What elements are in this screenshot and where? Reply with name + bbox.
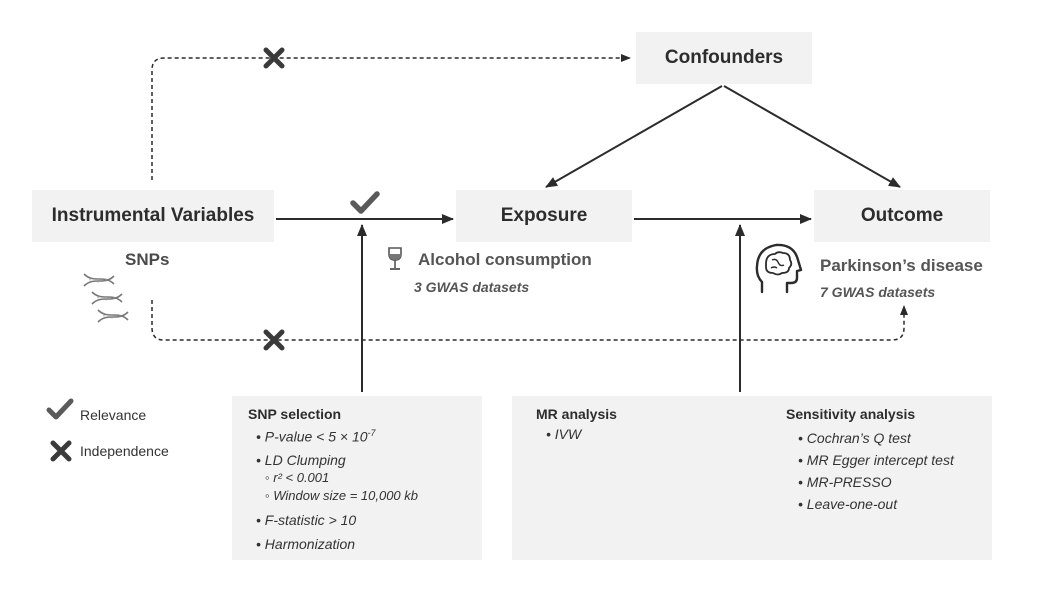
confounders-to-exposure-arrow [545,85,723,188]
brain-head-icon [755,243,803,294]
cross-icon [263,47,285,69]
sensitivity-list: • Cochran’s Q test • MR Egger intercept … [798,430,954,518]
sensitivity-title: Sensitivity analysis [786,406,916,422]
outcome-title: Parkinson’s disease [820,256,983,275]
list-item: • F-statistic > 10 [256,512,357,528]
list-item: ◦ Window size = 10,000 kb [265,488,419,503]
wine-glass-icon [388,247,402,270]
legend-independence: Independence [80,443,169,459]
list-item: ◦ r² < 0.001 [265,470,330,485]
list-item: • Cochran’s Q test [798,430,911,446]
exposure-label: Exposure [500,205,588,226]
snp-selection-title: SNP selection [248,406,342,422]
confounders-box [636,32,812,84]
iv-confounders-dashed-path [151,54,631,180]
mr-analysis-list: • IVW [546,426,581,442]
exposure-datasets: 3 GWAS datasets [414,279,530,295]
instrumental-label: Instrumental Variables [51,205,255,226]
instrumental-box [32,190,274,242]
dna-icon [83,273,129,323]
mr-analysis-title: MR analysis [536,406,617,422]
list-item: • MR-PRESSO [798,474,892,490]
snps-label: SNPs [125,250,170,269]
outcome-box [814,190,990,242]
list-item: • Harmonization [256,536,356,552]
legend-relevance: Relevance [80,407,147,423]
snp-selection-list: • P-value < 5 × 10-7 • LD Clumping ◦ r² … [256,428,418,560]
confounders-to-outcome-arrow [723,85,901,188]
cross-icon [263,329,285,351]
list-item: • Leave-one-out [798,496,898,512]
outcome-datasets: 7 GWAS datasets [820,284,936,300]
outcome-label: Outcome [860,205,944,226]
list-item: • P-value < 5 × 10-7 [256,428,376,445]
exposure-box [456,190,632,242]
exposure-title: Alcohol consumption [418,250,592,269]
confounders-label: Confounders [664,47,784,68]
legend-check-icon [46,398,74,420]
check-icon [350,191,380,214]
analysis-panel [512,396,992,560]
snp-selection-panel [232,396,482,560]
legend-cross-icon [50,440,72,462]
list-item: • IVW [546,426,582,442]
list-item: • LD Clumping [256,452,346,468]
list-item: • MR Egger intercept test [798,452,954,468]
